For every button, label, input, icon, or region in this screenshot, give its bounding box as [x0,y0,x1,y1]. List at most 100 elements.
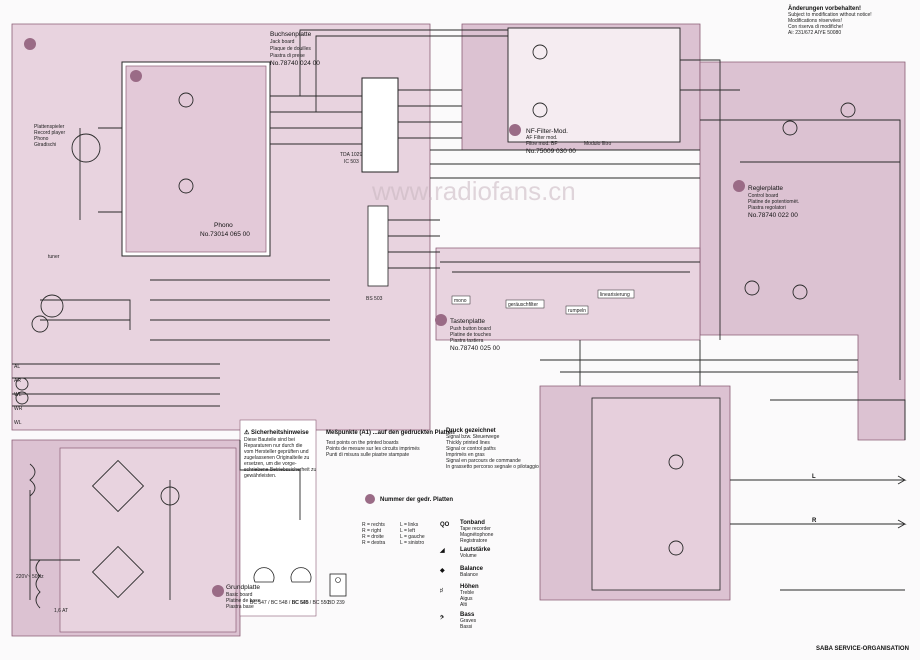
svg-text:Phono: Phono [34,136,49,142]
phono-board-region [125,65,267,253]
svg-text:Grundplatte: Grundplatte [226,584,260,591]
svg-text:linearisierung: linearisierung [600,292,630,298]
board-badge-1 [212,585,224,597]
svg-text:Bass: Bass [460,612,475,618]
svg-text:AL: AL [14,364,20,370]
svg-text:Con riserva di modifiche!: Con riserva di modifiche! [788,24,843,30]
svg-text:rumpeln: rumpeln [568,308,586,314]
power-amp-panel [591,397,721,591]
svg-text:Record player: Record player [34,130,65,136]
svg-text:Treble: Treble [460,590,474,596]
footer-label: SABA SERVICE-ORGANISATION [816,646,909,652]
svg-text:𝄢: 𝄢 [440,615,444,622]
svg-text:Control board: Control board [748,193,779,199]
channel-legend: R = rechts R = right R = droite R = dest… [362,522,425,546]
svg-text:Balance: Balance [460,572,478,578]
svg-text:Jack board: Jack board [270,39,295,45]
transistor-package-labels: BC 547 / BC 548 / BC 549 / BC 550 BC 635… [250,600,345,606]
svg-text:Giradischi: Giradischi [34,142,56,148]
svg-text:mono: mono [454,298,467,304]
svg-text:R = droite: R = droite [362,534,384,540]
svg-text:gewährleisten.: gewährleisten. [244,473,276,479]
svg-text:QO: QO [440,522,450,528]
fuse-label: 1,6 AT [54,608,68,614]
components [15,44,856,609]
svg-text:R = destra: R = destra [362,540,385,546]
header-notes: Änderungen vorbehalten! Subject to modif… [788,5,872,36]
svg-text:Subject to modification withou: Subject to modification without notice! [788,12,872,18]
svg-text:geräuschfilter: geräuschfilter [508,302,538,308]
svg-text:R = right: R = right [362,528,382,534]
svg-text:Piastra di prese: Piastra di prese [270,53,305,59]
board-badge-7 [130,70,142,82]
svg-text:Imprimés en gras: Imprimés en gras [446,452,485,458]
svg-text:Balance: Balance [460,566,484,572]
board-number-badge [365,494,375,504]
basic-board-title: Grundplatte Basic board Platine de base … [226,584,261,610]
svg-text:Graves: Graves [460,618,477,624]
ic-ref: IC 503 [344,159,359,165]
svg-text:Plattenspieler: Plattenspieler [34,124,65,130]
print-wiring-note: Druck gezeichnet Signal bzw. Steuerwege … [446,428,539,470]
svg-text:Thickly printed lines: Thickly printed lines [446,440,490,446]
svg-text:Reglerplatte: Reglerplatte [748,185,783,192]
svg-text:L = left: L = left [400,528,416,534]
svg-text:Basic board: Basic board [226,592,253,598]
svg-text:L = sinistro: L = sinistro [400,540,424,546]
svg-text:BC 547 / BC 548 / BC 549 / BC: BC 547 / BC 548 / BC 549 / BC 550 [250,600,329,606]
svg-text:No.78740 024 00: No.78740 024 00 [270,60,320,67]
board-badge-9 [509,124,521,136]
svg-text:Diese Bauteile sind bei: Diese Bauteile sind bei [244,437,295,443]
svg-text:WR: WR [14,406,23,412]
svg-text:NF-Filter-Mod.: NF-Filter-Mod. [526,128,568,135]
svg-text:Meßpunkte (A1) ...auf den gedr: Meßpunkte (A1) ...auf den gedruckten Pla… [326,430,455,436]
svg-text:Modifications réservées!: Modifications réservées! [788,18,842,24]
ic-label: TDA 1029 [340,152,362,158]
svg-text:BC 635: BC 635 [292,600,309,606]
svg-text:Filtre mod. BF: Filtre mod. BF [526,141,557,147]
mains-label: 220V~ 50Hz [16,574,44,580]
svg-text:ersetzen, um die vorge-: ersetzen, um die vorge- [244,461,297,467]
symbol-legend: QO Tonband Tape recorder Magnétophone Re… [439,520,494,630]
svg-text:◆: ◆ [439,567,445,574]
svg-text:Aigus: Aigus [460,596,473,602]
watermark: www.radiofans.cn [371,176,576,206]
svg-text:Höhen: Höhen [460,584,479,590]
board-badge-pushbutton [435,314,447,326]
svg-text:Registratore: Registratore [460,538,487,544]
svg-text:AR: AR [14,378,21,384]
svg-text:Lautstärke: Lautstärke [460,547,491,553]
svg-text:BD 239: BD 239 [328,600,345,606]
control-board-region [699,61,906,441]
svg-text:Magnétophone: Magnétophone [460,532,494,538]
svg-text:AF Filter mod.: AF Filter mod. [526,135,557,141]
nf-filter-module [507,27,681,143]
svg-text:Tastenplatte: Tastenplatte [450,318,485,325]
svg-text:schriebene Betriebssicherheit: schriebene Betriebssicherheit zu [244,467,316,473]
svg-text:♯: ♯ [440,587,443,594]
svg-text:Plaque de douilles: Plaque de douilles [270,46,311,52]
nf-filter-title: NF-Filter-Mod. AF Filter mod. Filtre mod… [526,128,611,155]
svg-text:Phono: Phono [214,222,233,229]
ic-pin-block [367,205,389,287]
board-badge-10 [733,180,745,192]
svg-text:Volume: Volume [460,553,477,559]
warning-panel [239,419,317,617]
phono-input-labels: Plattenspieler Record player Phono Girad… [34,124,65,148]
svg-text:⚠ Sicherheitshinweise: ⚠ Sicherheitshinweise [244,429,309,436]
svg-text:Piastra regolatori: Piastra regolatori [748,205,786,211]
board-number-note: Nummer der gedr. Platten [380,497,453,503]
svg-text:Piastra base: Piastra base [226,604,254,610]
svg-text:In grassetto percorso segnale: In grassetto percorso segnale o pilotagg… [446,464,539,470]
svg-text:Alti: Alti [460,602,467,608]
output-arrows [880,475,907,529]
output-l-label: L [812,474,816,480]
ic-pin-ref: BS 503 [366,296,383,302]
svg-text:Tape recorder: Tape recorder [460,526,491,532]
basic-board-panel [59,447,237,633]
output-r-label: R [812,518,817,524]
svg-text:Reparaturen nur durch die: Reparaturen nur durch die [244,443,303,449]
svg-text:Piastra tastiera: Piastra tastiera [450,338,484,344]
